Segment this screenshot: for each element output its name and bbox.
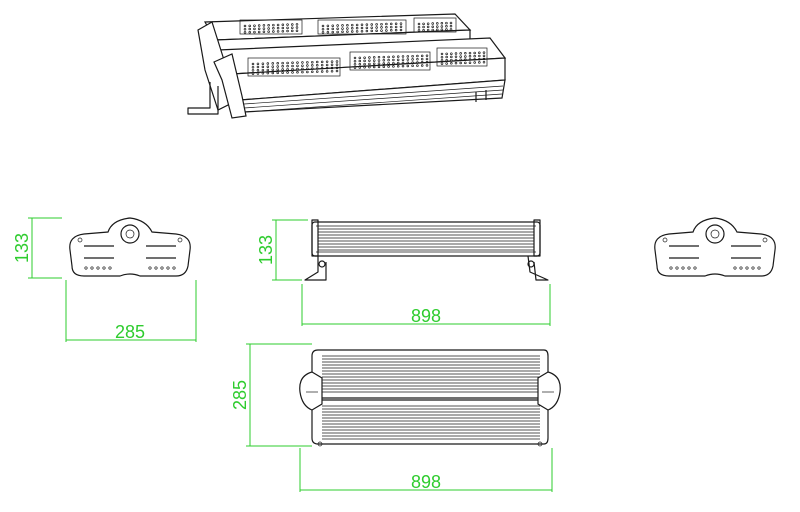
side-width-label: 285 [115,322,145,342]
front-view [304,219,549,281]
front-length-label: 898 [411,306,441,326]
side-view-right [654,217,776,277]
top-view [299,349,561,447]
top-depth-label: 285 [230,380,250,410]
side-view-screw-holes-right [669,266,761,270]
front-height-label: 133 [256,235,276,265]
side-view-left [69,217,191,277]
perspective-heatsink-fins [243,85,504,113]
side-height-label: 133 [12,233,32,263]
front-view-fins [318,228,534,251]
perspective-led-dots [243,21,486,75]
dimension-labels: 133 285 133 898 285 898 [12,233,441,492]
top-length-label: 898 [411,472,441,492]
dimension-lines [28,217,553,492]
side-view-screw-holes [84,266,176,270]
perspective-view [187,13,507,119]
top-view-fins [322,355,540,440]
